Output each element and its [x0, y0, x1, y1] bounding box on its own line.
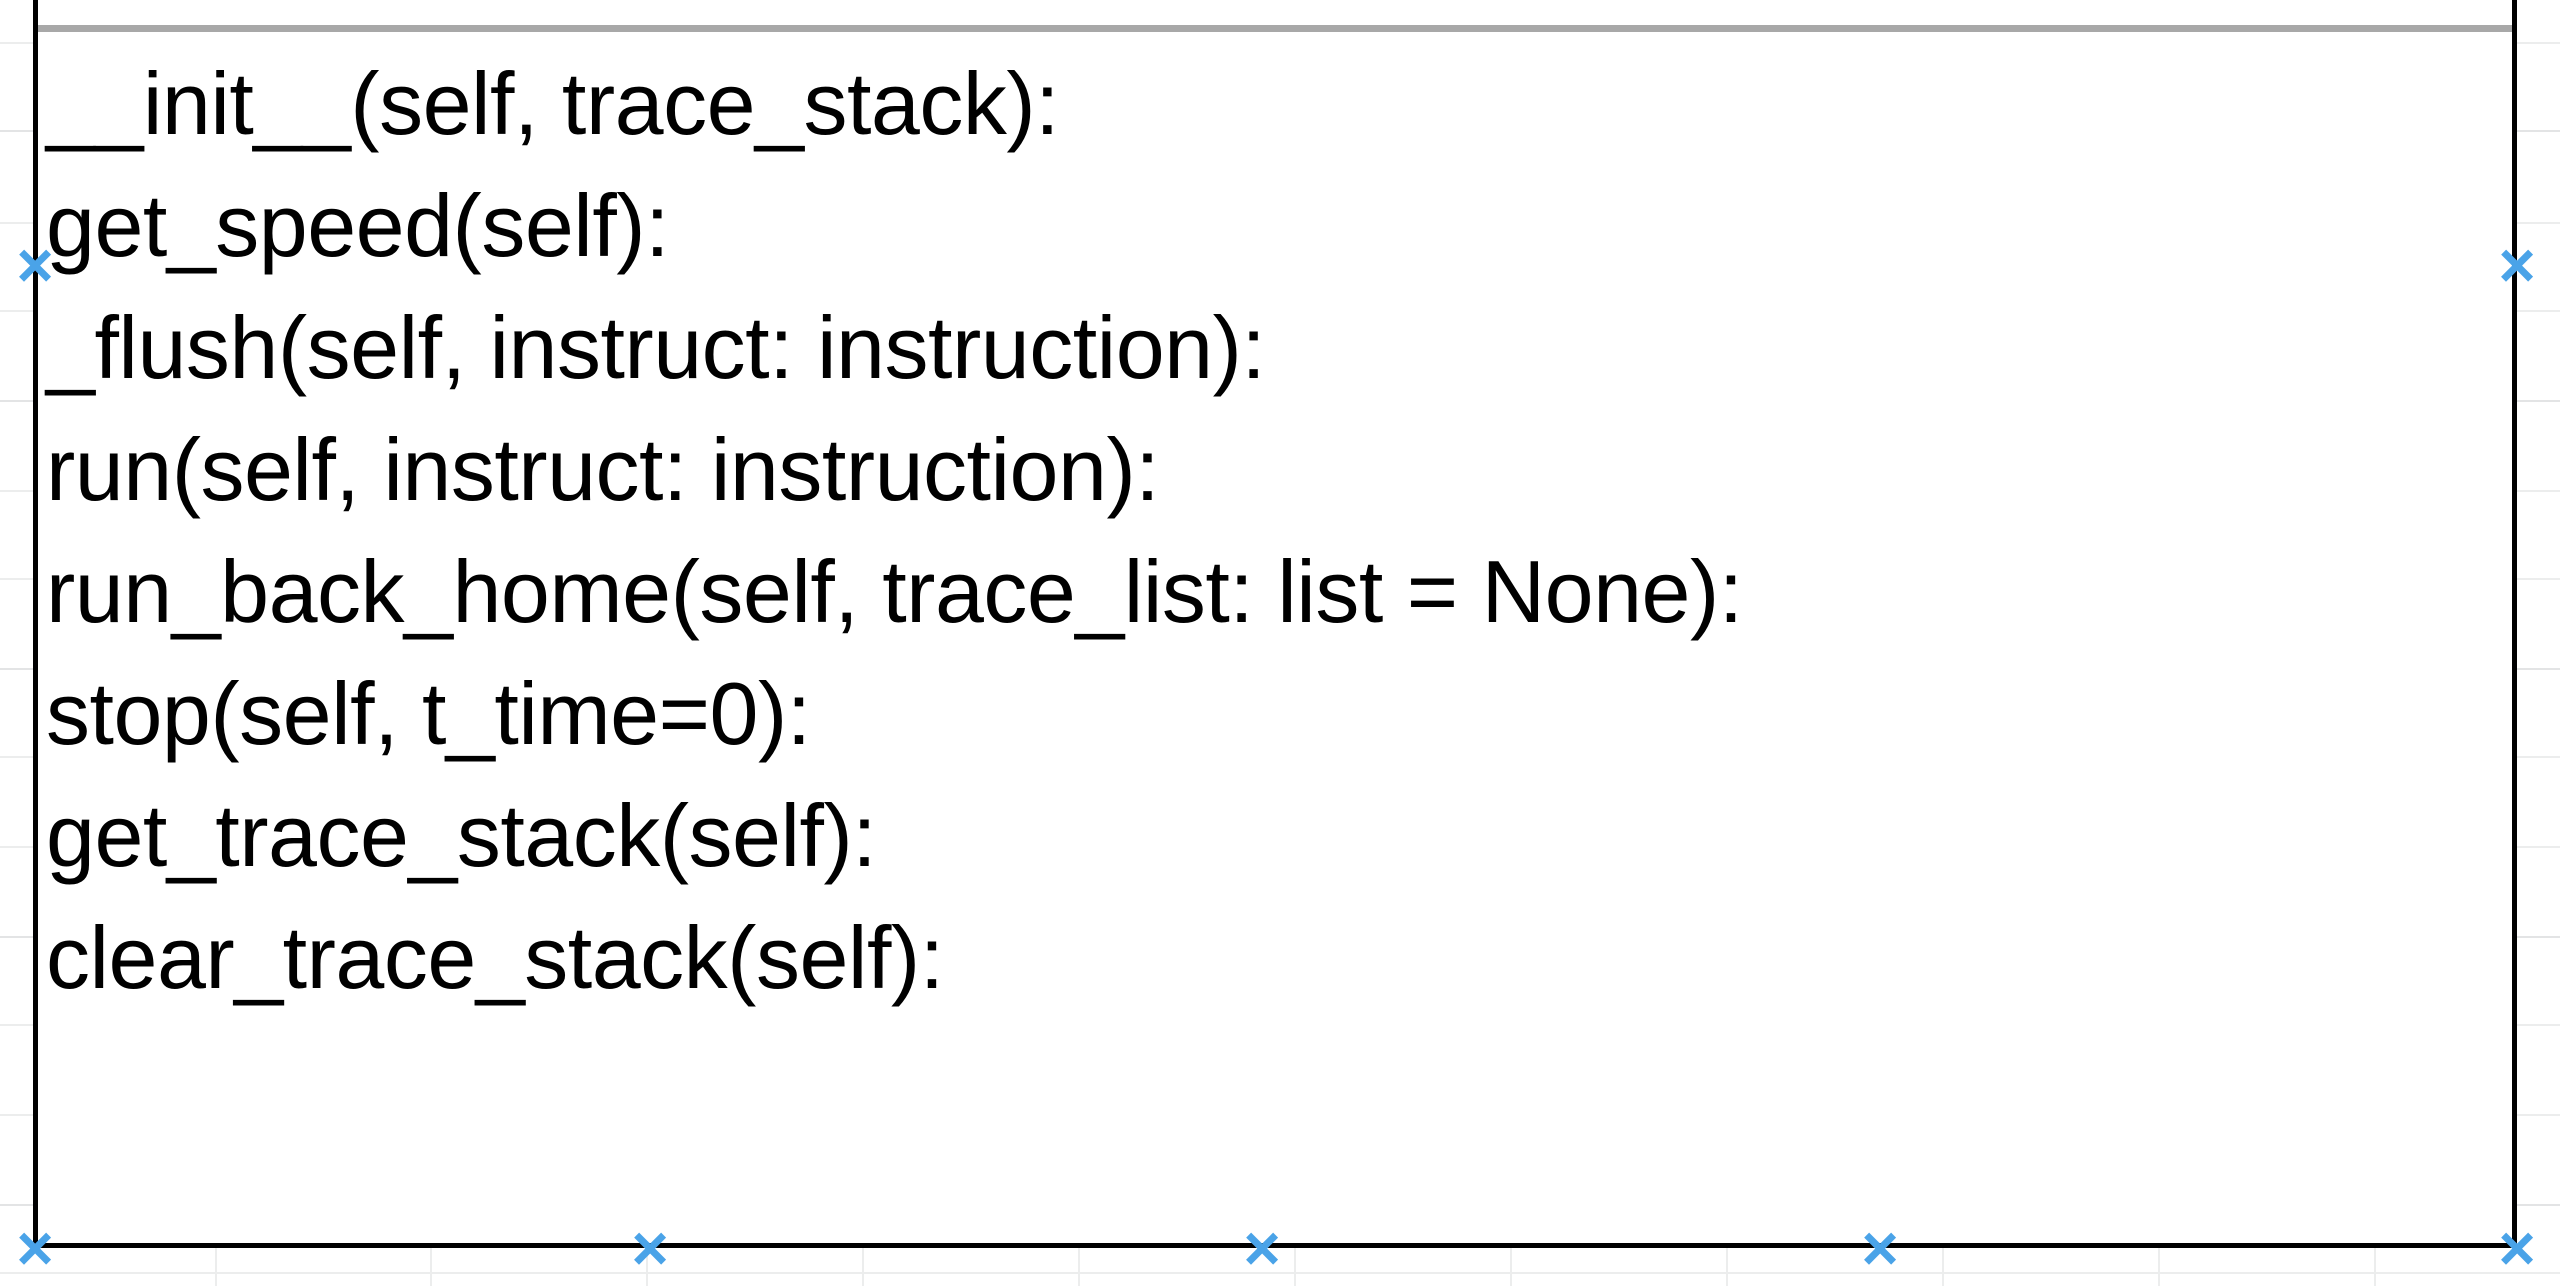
selected-text-box-shape[interactable]: __init__(self, trace_stack): get_speed(s…	[33, 0, 2517, 1248]
code-line-stop: stop(self, t_time=0):	[46, 664, 811, 763]
code-line-get-speed: get_speed(self):	[46, 176, 670, 275]
handle-right-middle[interactable]	[2494, 242, 2540, 288]
code-line-get-trace-stack: get_trace_stack(self):	[46, 786, 877, 885]
handle-bottom-1[interactable]	[627, 1225, 673, 1271]
handle-bottom-3[interactable]	[1857, 1225, 1903, 1271]
shape-text-content[interactable]: __init__(self, trace_stack): get_speed(s…	[46, 43, 2512, 1019]
handle-bottom-left[interactable]	[12, 1225, 58, 1271]
code-line-init: __init__(self, trace_stack):	[46, 54, 1060, 153]
handle-left-middle[interactable]	[12, 242, 58, 288]
code-line-run-back-home: run_back_home(self, trace_list: list = N…	[46, 542, 1743, 641]
shape-top-divider	[38, 25, 2512, 32]
code-line-flush: _flush(self, instruct: instruction):	[46, 298, 1266, 397]
code-line-clear-trace-stack: clear_trace_stack(self):	[46, 908, 944, 1007]
handle-bottom-right[interactable]	[2494, 1225, 2540, 1271]
code-line-run: run(self, instruct: instruction):	[46, 420, 1160, 519]
handle-bottom-2[interactable]	[1239, 1225, 1285, 1271]
